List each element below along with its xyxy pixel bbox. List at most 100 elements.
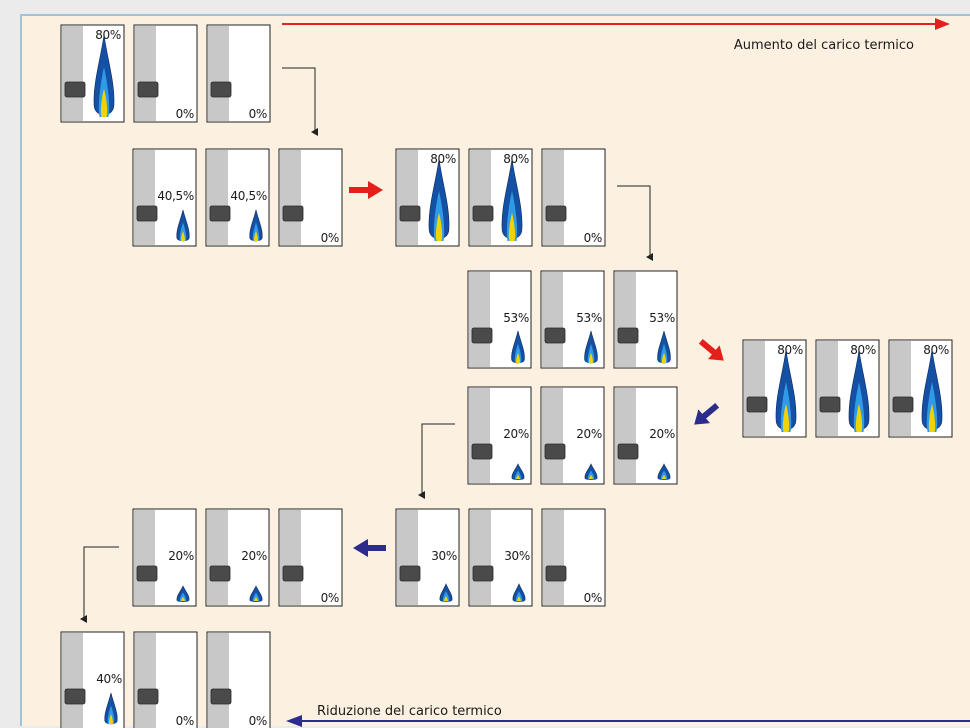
load-percentage: 30%	[431, 549, 457, 563]
load-percentage: 80%	[777, 343, 803, 357]
boiler-unit: 0%	[206, 631, 271, 728]
boiler-unit: 20%	[613, 386, 678, 485]
boiler-side-panel	[470, 150, 491, 245]
flame-core	[517, 596, 521, 602]
boiler-side-panel	[542, 388, 563, 483]
diagram-canvas: Aumento del carico termico Riduzione del…	[20, 14, 970, 728]
load-percentage: 0%	[176, 107, 194, 121]
control-block	[544, 443, 566, 460]
boiler-side-panel	[817, 341, 838, 436]
load-percentage: 53%	[576, 311, 602, 325]
boiler-group-8: 20%20%0%	[132, 508, 343, 607]
load-percentage: 80%	[430, 152, 456, 166]
flame-mid	[515, 591, 523, 601]
boiler-unit: 0%	[206, 24, 271, 123]
load-percentage: 80%	[503, 152, 529, 166]
boiler-unit: 20%	[540, 386, 605, 485]
flame-core	[782, 403, 790, 432]
control-block	[399, 565, 421, 582]
boiler-side-panel	[207, 150, 228, 245]
boiler-group-4: 53% 53% 53%	[467, 270, 678, 369]
boiler-unit: 53%	[467, 270, 532, 369]
control-block	[617, 327, 639, 344]
flame-mid	[587, 470, 595, 479]
control-block	[472, 565, 494, 582]
control-block	[282, 565, 304, 582]
boiler-unit: 53%	[613, 270, 678, 369]
load-percentage: 0%	[584, 591, 602, 605]
boiler-unit: 0%	[278, 148, 343, 247]
boiler-side-panel	[62, 633, 83, 728]
boiler-side-panel	[280, 150, 301, 245]
flame-core	[515, 352, 521, 364]
decrease-arrow-7-8	[353, 539, 386, 557]
increase-arrow-4-5	[698, 338, 724, 361]
load-percentage: 40,5%	[157, 189, 194, 203]
flame-core	[589, 474, 593, 480]
load-percentage: 20%	[503, 427, 529, 441]
load-percentage: 0%	[176, 714, 194, 728]
boiler-side-panel	[208, 633, 229, 728]
load-percentage: 0%	[321, 591, 339, 605]
boiler-side-panel	[469, 272, 490, 367]
boiler-side-panel	[280, 510, 301, 605]
load-percentage: 0%	[249, 107, 267, 121]
increase-load-label: Aumento del carico termico	[734, 38, 914, 53]
control-block	[282, 205, 304, 222]
control-block	[399, 205, 421, 222]
boiler-unit: 80%	[815, 339, 880, 438]
boiler-unit: 80%	[60, 24, 125, 123]
control-block	[746, 396, 768, 413]
boiler-unit: 53%	[540, 270, 605, 369]
load-percentage: 40,5%	[230, 189, 267, 203]
boiler-unit: 0%	[133, 24, 198, 123]
flame-core	[661, 352, 667, 364]
flame-core	[588, 352, 594, 364]
control-block	[819, 396, 841, 413]
decrease-arrow-5-6	[694, 402, 720, 425]
boiler-side-panel	[207, 510, 228, 605]
boiler-side-panel	[397, 510, 418, 605]
flame-core	[100, 88, 108, 117]
boiler-unit: 20%	[467, 386, 532, 485]
flame-core	[435, 212, 443, 241]
load-percentage: 0%	[584, 231, 602, 245]
boiler-unit: 30%	[395, 508, 460, 607]
flame-mid	[442, 591, 450, 601]
decrease-load-arrow	[286, 715, 970, 727]
boiler-side-panel	[744, 341, 765, 436]
boiler-unit: 0%	[278, 508, 343, 607]
control-block	[545, 205, 567, 222]
control-block	[471, 327, 493, 344]
boiler-unit: 0%	[133, 631, 198, 728]
boiler-unit: 40,5%	[205, 148, 270, 247]
flame-core	[254, 231, 258, 242]
control-block	[64, 81, 86, 98]
control-block	[545, 565, 567, 582]
decrease-load-label: Riduzione del carico termico	[317, 704, 502, 719]
boiler-unit: 40%	[60, 631, 125, 728]
connector-6-7	[418, 423, 455, 499]
control-block	[617, 443, 639, 460]
load-percentage: 0%	[321, 231, 339, 245]
load-percentage: 40%	[96, 672, 122, 686]
boiler-unit: 80%	[888, 339, 953, 438]
load-percentage: 80%	[95, 28, 121, 42]
boiler-side-panel	[208, 26, 229, 121]
load-percentage: 53%	[649, 311, 675, 325]
flame-core	[254, 596, 258, 602]
load-percentage: 53%	[503, 311, 529, 325]
boiler-side-panel	[543, 150, 564, 245]
boiler-side-panel	[135, 633, 156, 728]
boiler-side-panel	[543, 510, 564, 605]
boiler-unit: 80%	[395, 148, 460, 247]
load-percentage: 30%	[504, 549, 530, 563]
boiler-group-3: 80% 80% 0%	[395, 148, 606, 247]
boiler-side-panel	[615, 272, 636, 367]
increase-load-arrow	[282, 18, 950, 30]
control-block	[472, 205, 494, 222]
control-block	[136, 205, 158, 222]
control-block	[209, 205, 231, 222]
flame-core	[516, 474, 520, 480]
boiler-group-2: 40,5% 40,5% 0%	[132, 148, 343, 247]
